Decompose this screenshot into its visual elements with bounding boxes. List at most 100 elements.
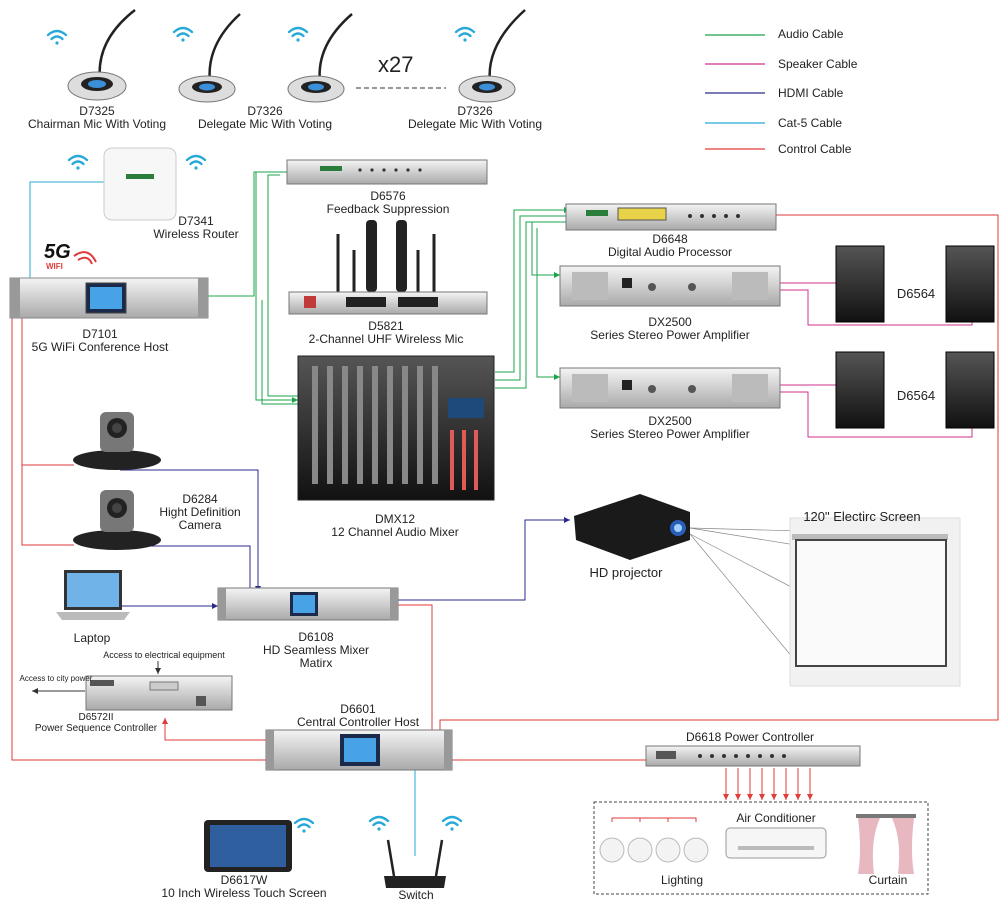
projector-label: HD projector	[589, 565, 663, 580]
model-text: DMX12	[374, 512, 416, 526]
model-text: D6108	[298, 630, 334, 644]
model-text: DX2500	[648, 414, 692, 428]
desc-text: HD Seamless Mixer	[262, 643, 370, 657]
delegate-mic-icon	[458, 9, 526, 103]
audio-dsp-amp2	[536, 228, 560, 380]
legend-label-speaker: Speaker Cable	[778, 57, 858, 71]
wifi-icon	[46, 29, 68, 45]
model-text: D7326	[457, 104, 493, 118]
power-seq-label: D6572II Power Sequence Controller	[35, 712, 157, 734]
power-controller-icon	[645, 745, 861, 767]
model-text: D6284	[182, 492, 218, 506]
wifi-icon	[441, 815, 463, 831]
audio-dsp-amp1	[531, 222, 560, 278]
mic-count: x27	[378, 52, 414, 77]
desc-text: Delegate Mic With Voting	[407, 117, 543, 131]
tablet-label: D6617W 10 Inch Wireless Touch Screen	[161, 874, 326, 900]
desc-text: 10 Inch Wireless Touch Screen	[161, 886, 327, 900]
desc-text: 12 Channel Audio Mixer	[331, 525, 459, 539]
desc-text: Digital Audio Processor	[607, 245, 733, 259]
model-text: D6648	[652, 232, 688, 246]
model-text: D7101	[82, 327, 118, 341]
delegate-mic-icon	[178, 13, 241, 103]
spk-amp1-right	[780, 289, 973, 326]
light-bulb-icon	[599, 837, 709, 863]
router-label: D7341 Wireless Router	[153, 215, 238, 241]
spk-amp2-right	[780, 391, 973, 438]
power-sequence-icon	[85, 675, 233, 711]
audio-mixer-dsp-1	[495, 207, 570, 373]
chairman-mic-label: D7325 Chairman Mic With Voting	[28, 105, 166, 131]
speaker-icon	[835, 245, 885, 323]
legend-label-control: Control Cable	[778, 142, 852, 156]
lighting-label: Lighting	[660, 873, 704, 887]
wireless-receiver-icon	[288, 220, 488, 315]
ctrl-host-central	[11, 298, 266, 761]
model-text: D6601	[340, 702, 376, 716]
wifi-icon	[368, 815, 390, 831]
network-switch-icon	[384, 839, 446, 888]
wifi-icon	[287, 26, 309, 42]
model-text: D7341	[178, 214, 214, 228]
aircon-label: Air Conditioner	[736, 811, 816, 825]
speakers2-label: D6564	[896, 388, 936, 403]
cat5-router-host	[29, 181, 108, 278]
speaker-icon-group	[835, 245, 995, 429]
cables	[11, 87, 999, 856]
wifi-icon	[454, 26, 476, 42]
speaker-icon	[945, 245, 995, 323]
model-text: D6617W	[220, 873, 268, 887]
wifi-icon	[293, 817, 315, 833]
ctrl-central-dsp	[439, 214, 999, 730]
speaker-icon	[835, 351, 885, 429]
audio-feedback-mixer-b	[267, 174, 298, 397]
5g-wifi-badge	[73, 251, 97, 265]
desc-text: Series Stereo Power Amplifier	[590, 427, 750, 441]
feedback-suppressor-icon	[286, 159, 488, 185]
desc-text: Series Stereo Power Amplifier	[590, 328, 750, 342]
delegate-mic-icon	[287, 13, 353, 103]
speaker-icon	[945, 351, 995, 429]
central-controller-icon	[265, 729, 453, 771]
hdmi-cam2-matrix	[150, 545, 251, 592]
amp1-label: DX2500 Series Stereo Power Amplifier	[590, 316, 749, 342]
desc-text: Central Controller Host	[296, 715, 420, 729]
camera-icon	[73, 490, 161, 550]
screen-label: 120" Electirc Screen	[803, 509, 921, 524]
desc-text: Camera	[178, 518, 222, 532]
audio-mixer-dsp-2	[495, 215, 570, 381]
curtain-icon	[856, 814, 916, 874]
audio-feedback-mixer-a	[255, 172, 298, 403]
model-text: D5821	[368, 319, 404, 333]
camera-label: D6284 Hight Definition Camera	[159, 493, 240, 532]
wifi-text: WIFI	[46, 262, 63, 271]
model-text: D7325	[79, 104, 115, 118]
model-text: D7326	[247, 104, 283, 118]
dsp-label: D6648 Digital Audio Processor	[608, 233, 732, 259]
conference-host-icon	[9, 277, 209, 319]
desc-text: 5G WiFi Conference Host	[31, 340, 169, 354]
projection-screen-icon	[789, 517, 961, 687]
matrix-label: D6108 HD Seamless Mixer Matirx	[263, 631, 369, 670]
switch-label: Switch	[398, 888, 434, 902]
city-power-note: Access to city power	[19, 674, 93, 683]
ctrl-host-cam2	[21, 298, 74, 546]
hdmi-cam1-matrix	[120, 469, 261, 592]
speakers1-label: D6564	[896, 286, 936, 301]
legend	[705, 34, 765, 150]
host-label: D7101 5G WiFi Conference Host	[32, 328, 169, 354]
desc-text: Delegate Mic With Voting	[197, 117, 333, 131]
controlled-loads	[593, 801, 929, 895]
ctrl-loads	[723, 768, 813, 800]
desc-text: Hight Definition	[159, 505, 241, 519]
camera-icon	[73, 412, 161, 470]
projector-icon	[574, 494, 690, 560]
model-text: DX2500	[648, 315, 692, 329]
hd-matrix-icon	[217, 587, 399, 621]
audio-host-feedback	[208, 171, 287, 297]
power-amplifier-icon	[559, 367, 781, 409]
amp2-label: DX2500 Series Stereo Power Amplifier	[590, 415, 749, 441]
chairman-mic-icon	[67, 9, 136, 101]
laptop-icon	[56, 570, 130, 620]
